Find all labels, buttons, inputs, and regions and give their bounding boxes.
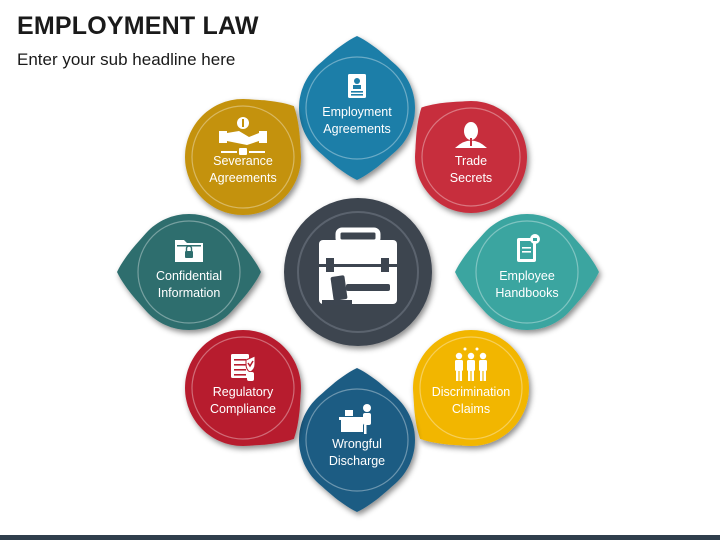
petal-shape [185,99,301,215]
petal-regulatory-compliance [185,330,301,446]
label-line-2: Discharge [328,454,386,468]
petal-shape [455,214,599,330]
label-line-1: Discrimination [431,385,511,399]
petal-inner-ring [305,388,409,492]
secret-person-icon [455,122,487,148]
handshake-money-icon [219,117,267,155]
page-title: EMPLOYMENT LAW [17,12,259,40]
petal-shape [299,368,415,512]
label-line-1: Employment [322,105,392,119]
label-line-1: Severance [213,154,273,168]
label-line-1: Employee [499,269,555,283]
label-line-2: Claims [451,402,491,416]
petal-inner-ring [421,107,521,207]
petal-inner-ring [191,105,295,209]
petal-inner-ring [191,336,295,440]
label-line-1: Wrongful [332,437,382,451]
label-line-1: Trade [454,154,488,168]
petal-inner-ring [419,336,523,440]
page-subtitle: Enter your sub headline here [17,50,236,69]
briefcase-gavel-icon [319,227,397,305]
people-group-icon [455,347,487,381]
petal-inner-ring [305,56,409,160]
bottom-bar [0,535,720,540]
petal-shape [415,101,527,213]
petal-shape [413,330,529,446]
locked-folder-icon [175,240,203,262]
fired-worker-icon [339,404,371,434]
petal-severance-agreements [185,99,301,215]
label-line-1: Regulatory [212,385,274,399]
label-line-2: Information [157,286,221,300]
contract-document-icon [348,74,366,98]
label-line-2: Agreements [323,122,391,136]
petal-inner-ring [137,220,241,324]
petal-trade-secrets [415,101,527,213]
petal-shape [299,36,415,180]
compliance-checklist-icon [231,354,256,381]
petal-shape [185,330,301,446]
label-line-2: Handbooks [495,286,559,300]
petal-wrongful-discharge [299,368,415,512]
label-line-2: Secrets [449,171,493,185]
petal-discrimination-claims [413,330,529,446]
petal-inner-ring [475,220,579,324]
label-line-2: Compliance [209,402,276,416]
handbook-icon [517,234,540,262]
petal-shape [117,214,261,330]
petal-confidential-information [117,214,261,330]
label-line-1: Confidential [155,269,222,283]
center-hub [284,198,432,346]
label-line-2: Agreements [209,171,277,185]
center-inner-ring [297,211,419,333]
petal-employee-handbooks [455,214,599,330]
petal-employment-agreements [299,36,415,180]
